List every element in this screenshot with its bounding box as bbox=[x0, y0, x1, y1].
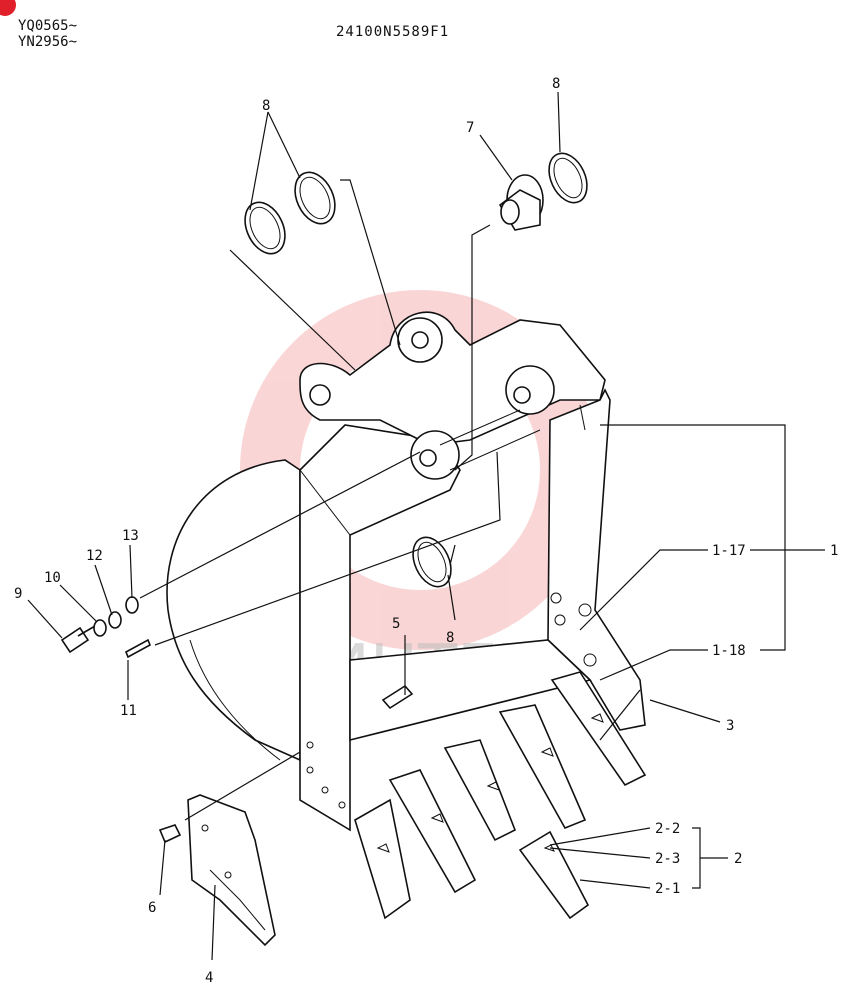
callout-8c: 8 bbox=[446, 630, 454, 646]
callout-2-2: 2-2 bbox=[655, 821, 680, 837]
callout-2-3: 2-3 bbox=[655, 851, 680, 867]
bucket-body bbox=[166, 311, 646, 832]
corner-marker bbox=[0, 0, 16, 16]
callout-4: 4 bbox=[205, 970, 213, 986]
tooth-2 bbox=[518, 830, 590, 920]
callout-8a: 8 bbox=[262, 98, 270, 114]
callout-2: 2 bbox=[734, 851, 742, 867]
side-cutter-4 bbox=[187, 794, 276, 947]
callout-10: 10 bbox=[44, 570, 61, 586]
o-rings-8 bbox=[244, 152, 588, 588]
callout-2-1: 2-1 bbox=[655, 881, 680, 897]
callout-12: 12 bbox=[86, 548, 103, 564]
callout-9: 9 bbox=[14, 586, 22, 602]
callout-labels: 8 8 7 8 13 12 10 9 11 5 1-17 1 1-18 3 2-… bbox=[14, 76, 838, 986]
drawing-number: 24100N5589F1 bbox=[336, 24, 450, 40]
callout-13: 13 bbox=[122, 528, 139, 544]
callout-5: 5 bbox=[392, 616, 400, 632]
callout-6: 6 bbox=[148, 900, 156, 916]
leader-lines bbox=[27, 91, 825, 961]
bushing-7 bbox=[498, 174, 544, 231]
callout-1: 1 bbox=[830, 543, 838, 559]
callout-8b: 8 bbox=[552, 76, 560, 92]
callout-1-17: 1-17 bbox=[712, 543, 746, 559]
bucket-teeth bbox=[354, 671, 647, 920]
serial-range-1: YQ0565~ bbox=[18, 18, 78, 34]
serial-range-2: YN2956~ bbox=[18, 34, 78, 50]
callout-1-18: 1-18 bbox=[712, 643, 746, 659]
callout-11: 11 bbox=[120, 703, 137, 719]
callout-7: 7 bbox=[466, 120, 474, 136]
callout-3: 3 bbox=[726, 718, 734, 734]
